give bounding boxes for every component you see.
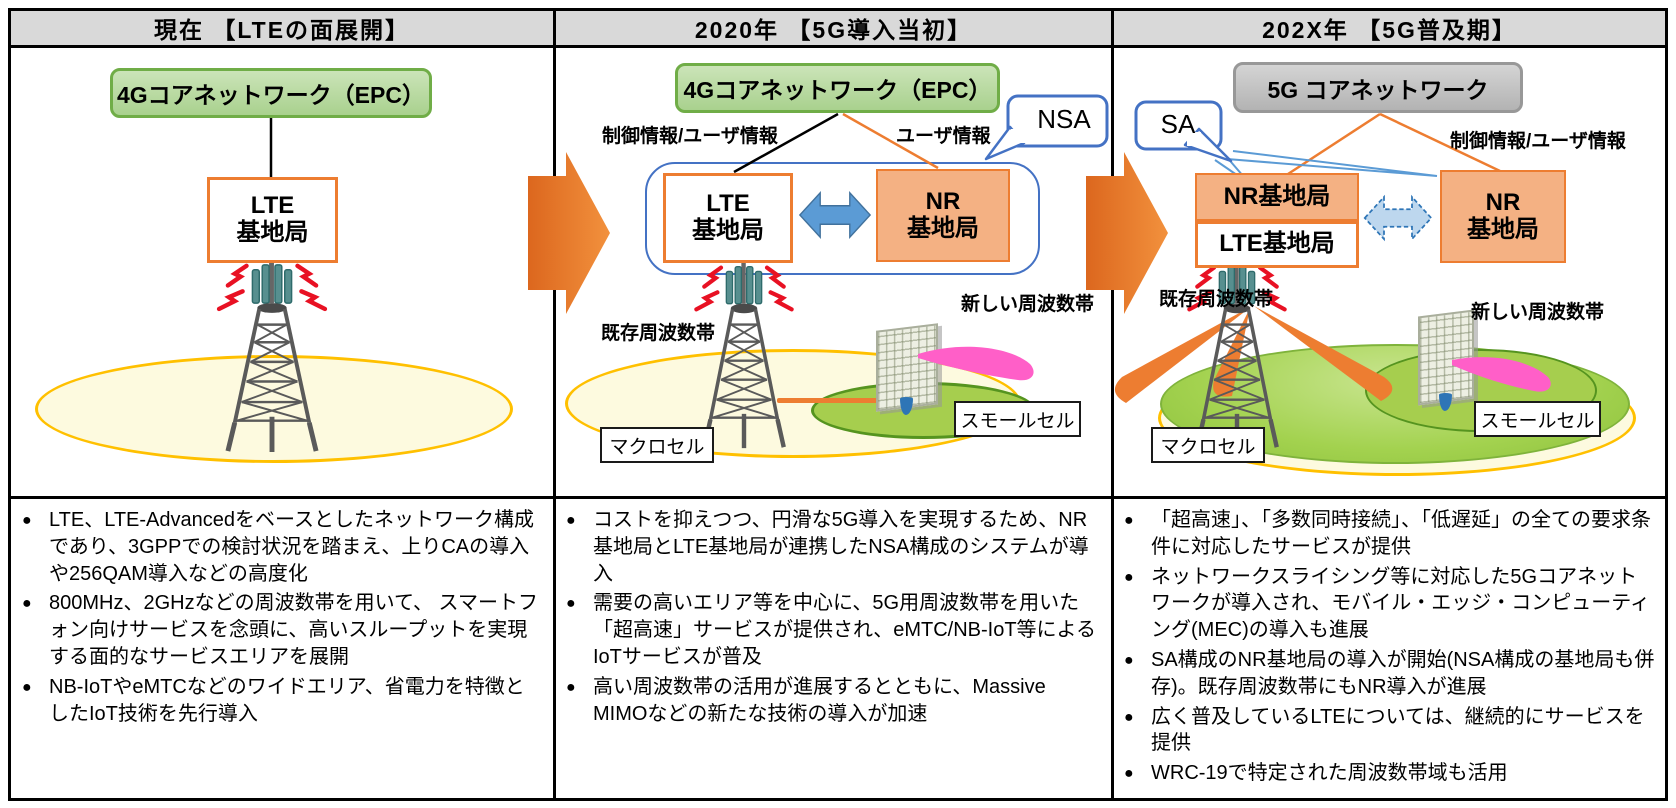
lte-label-line1: LTE: [250, 192, 295, 220]
lte-base-station-box: LTE 基地局: [207, 177, 338, 263]
new-band-label: 新しい周波数帯: [961, 294, 1095, 315]
nr-label-line2: 基地局: [1467, 215, 1539, 243]
user-info-label: ユーザ情報: [896, 126, 991, 147]
5g-core-network-label: 5G コアネットワーク: [1267, 76, 1489, 103]
nr-label-line1: NR: [925, 187, 961, 215]
small-cell-antenna-icon: [876, 323, 938, 421]
column-header-202x: 202X年 【5G普及期】: [1114, 11, 1665, 45]
column-header-2020: 2020年 【5G導入当初】: [556, 11, 1111, 45]
column-divider-1: [553, 8, 556, 801]
bullet-item: ネットワークスライシング等に対応した5Gコアネットワークが導入され、モバイル・エ…: [1124, 564, 1656, 644]
new-band-label: 新しい周波数帯: [1471, 302, 1605, 323]
diagram-text-divider: [8, 496, 1668, 499]
table-outer-border: [8, 8, 1668, 801]
bullet-item: 「超高速」、「多数同時接続」、「低遅延」の全ての要求条件に対応したサービスが提供: [1124, 507, 1656, 561]
lte-stacked-label: LTE基地局: [1219, 230, 1335, 258]
summary-bullets-202x: 「超高速」、「多数同時接続」、「低遅延」の全ての要求条件に対応したサービスが提供…: [1124, 507, 1656, 790]
antenna-array-panel: [1418, 309, 1474, 406]
summary-bullets-current: LTE、LTE-Advancedをベースとしたネットワーク構成であり、3GPPで…: [22, 507, 540, 730]
nr-stacked-label: NR基地局: [1223, 182, 1331, 210]
nr-nr-interwork-arrow-dashed: [1363, 188, 1433, 248]
bullet-item: 800MHz、2GHzなどの周波数帯を用いて、 スマートフォン向けサービスを念頭…: [22, 590, 540, 670]
bullet-item: 広く普及しているLTEについては、継続的にサービスを提供: [1124, 704, 1656, 758]
control-user-info-label: 制御情報/ユーザ情報: [602, 126, 778, 147]
lte-nr-interwork-arrow: [798, 183, 872, 247]
nsa-callout: NSA: [982, 93, 1110, 163]
nr-label-line1: NR: [1485, 188, 1521, 216]
sa-callout: SA: [1133, 99, 1243, 165]
control-user-info-label: 制御情報/ユーザ情報: [1450, 131, 1626, 152]
nsa-badge-text: NSA: [1037, 104, 1091, 134]
4g-core-network-box: 4Gコアネットワーク（EPC）: [675, 63, 1000, 113]
small-cell-tag: スモールセル: [1474, 401, 1601, 437]
macro-cell-tag: マクロセル: [600, 427, 714, 463]
bullet-item: 高い周波数帯の活用が進展するとともに、Massive MIMOなどの新たな技術の…: [566, 674, 1100, 728]
antenna-stand: [1439, 393, 1452, 411]
speech-bubble-shape: [984, 94, 1109, 161]
nr-base-station-box: NR 基地局: [1440, 170, 1566, 263]
4g-core-network-box: 4Gコアネットワーク（EPC）: [110, 68, 432, 118]
bullet-item: SA構成のNR基地局の導入が開始(NSA構成の基地局も併存)。既存周波数帯にもN…: [1124, 647, 1656, 701]
lte-base-station-box: LTE基地局: [1195, 221, 1359, 268]
4g-core-network-label: 4Gコアネットワーク（EPC）: [117, 82, 425, 108]
macro-tower-icon: [212, 258, 332, 454]
nr-base-station-box: NR 基地局: [876, 169, 1010, 262]
column-header-current: 現在 【LTEの面展開】: [11, 11, 553, 45]
lte-base-station-box: LTE 基地局: [663, 173, 793, 263]
phase-transition-arrow-1: [526, 150, 612, 316]
sa-badge-text: SA: [1160, 109, 1196, 139]
phase-transition-arrow-2: [1084, 150, 1170, 316]
column-divider-2: [1111, 8, 1114, 801]
lte-label-line1: LTE: [706, 190, 750, 218]
macro-cell-tag: マクロセル: [1151, 427, 1265, 463]
nr-base-station-box: NR基地局: [1195, 173, 1359, 221]
lte-label-line2: 基地局: [236, 219, 309, 246]
5g-core-network-box: 5G コアネットワーク: [1233, 62, 1523, 113]
nr-label-line2: 基地局: [907, 214, 979, 242]
bullet-item: コストを抑えつつ、円滑な5G導入を実現するため、NR基地局とLTE基地局が連携し…: [566, 507, 1100, 587]
existing-band-label: 既存周波数帯: [1159, 289, 1274, 310]
small-cell-tag: スモールセル: [954, 401, 1081, 437]
small-cell-antenna-icon: [1418, 309, 1474, 417]
lte-label-line2: 基地局: [692, 217, 764, 244]
bullet-item: LTE、LTE-Advancedをベースとしたネットワーク構成であり、3GPPで…: [22, 507, 540, 587]
existing-band-label: 既存周波数帯: [601, 323, 716, 344]
bullet-item: WRC-19で特定された周波数帯域も活用: [1124, 760, 1656, 787]
bullet-item: NB-IoTやeMTCなどのワイドエリア、省電力を特徴としたIoT技術を先行導入: [22, 674, 540, 728]
bullet-item: 需要の高いエリア等を中心に、5G用周波数帯を用いた「超高速」サービスが提供され、…: [566, 590, 1100, 670]
macro-tower-icon: [691, 260, 797, 450]
4g-core-network-label: 4Gコアネットワーク（EPC）: [683, 77, 992, 103]
speech-bubble-shape: [1134, 100, 1233, 163]
summary-bullets-2020: コストを抑えつつ、円滑な5G導入を実現するため、NR基地局とLTE基地局が連携し…: [566, 507, 1100, 730]
antenna-stand: [900, 397, 913, 415]
header-row-divider: [8, 45, 1668, 48]
